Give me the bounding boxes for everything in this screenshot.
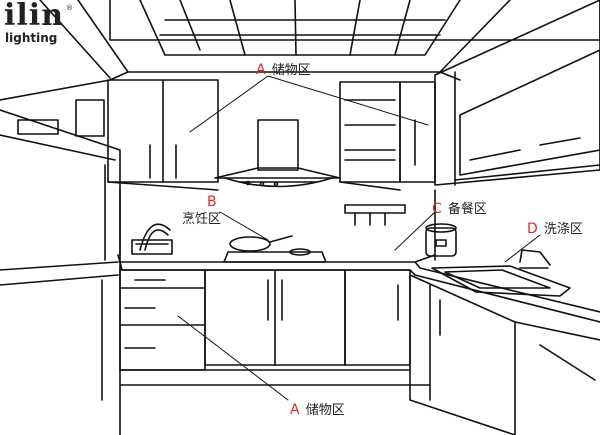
label-cooking-text: 烹饪区	[182, 213, 221, 227]
rice-cooker	[425, 223, 457, 257]
upper-left-cabinet	[107, 79, 219, 191]
sink	[431, 249, 571, 297]
lower-cabinets	[119, 269, 600, 435]
back-wall	[119, 189, 436, 261]
logo-subtitle: lighting	[5, 31, 58, 45]
label-text: 烹饪区	[182, 212, 222, 227]
range-hood	[214, 119, 341, 188]
label-storage-top: A 储物区	[256, 63, 311, 78]
ceiling	[77, 0, 600, 81]
label-letter: A	[256, 62, 266, 78]
label-prep: C 备餐区	[432, 202, 487, 217]
label-text: 储物区	[305, 403, 345, 418]
refrigerator	[0, 0, 121, 435]
label-letter: A	[290, 402, 300, 418]
label-letter: B	[207, 194, 217, 210]
upper-right-cabinets	[339, 0, 600, 191]
logo-name: ilin	[4, 0, 65, 33]
label-letter: C	[432, 201, 442, 217]
leader-lines	[177, 75, 541, 401]
label-text: 储物区	[271, 63, 311, 78]
ilin-logo: ilin ® lighting	[4, 0, 74, 46]
label-letter: D	[527, 221, 538, 237]
label-cooking: B	[207, 195, 219, 210]
label-storage-bottom: A 储物区	[290, 403, 345, 418]
logo-registered-mark: ®	[66, 4, 73, 12]
label-washing: D 洗涤区	[527, 222, 583, 237]
label-text: 备餐区	[447, 202, 487, 217]
dish-rack	[131, 223, 173, 255]
stove	[223, 235, 327, 263]
label-text: 洗涤区	[543, 222, 583, 237]
